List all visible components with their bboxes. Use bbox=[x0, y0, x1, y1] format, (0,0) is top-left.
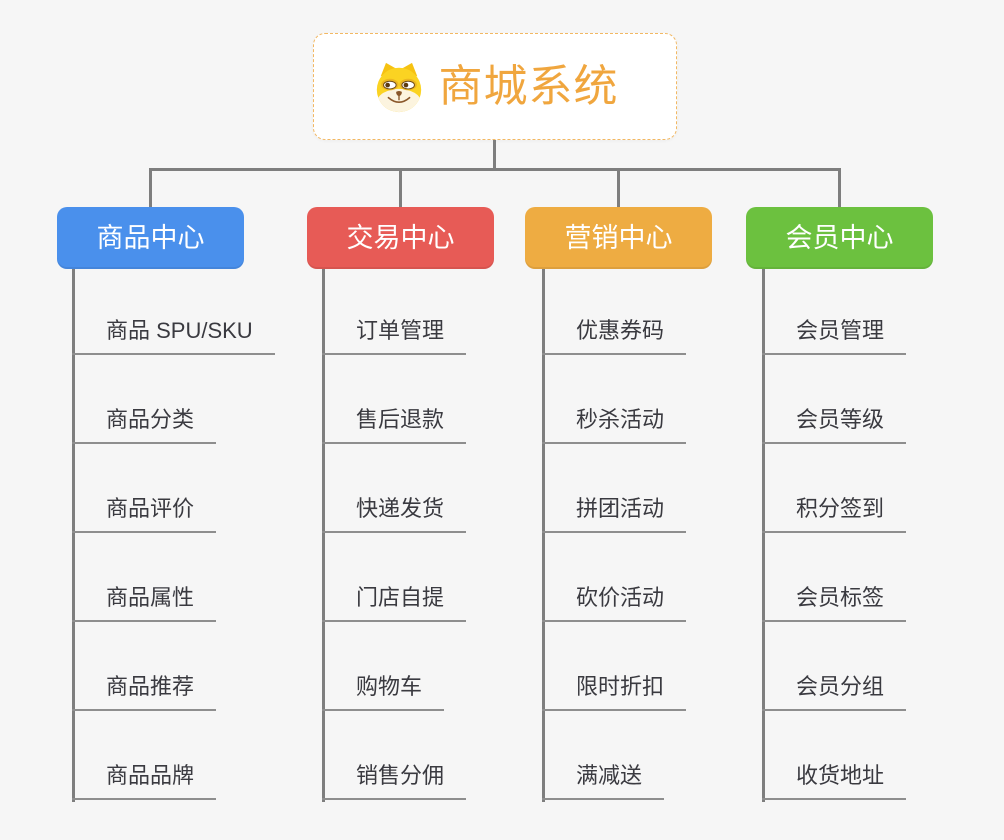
column-connector-line bbox=[72, 269, 75, 802]
root-title: 商城系统 bbox=[438, 61, 619, 111]
connector-horizontal bbox=[149, 168, 841, 171]
branch-label: 交易中心 bbox=[346, 222, 455, 253]
leaf-item[interactable]: 订单管理 bbox=[322, 315, 467, 355]
column-connector-line bbox=[322, 269, 325, 802]
leaf-item[interactable]: 会员等级 bbox=[762, 404, 907, 444]
leaf-item[interactable]: 购物车 bbox=[322, 671, 445, 711]
leaf-item[interactable]: 会员标签 bbox=[762, 582, 907, 622]
root-connector-stub bbox=[493, 140, 496, 168]
leaf-item[interactable]: 满减送 bbox=[542, 760, 665, 800]
column-connector-line bbox=[762, 269, 765, 802]
leaf-column-member: 会员管理 会员等级 积分签到 会员标签 会员分组 收货地址 bbox=[762, 269, 1002, 802]
leaf-column-trade: 订单管理 售后退款 快递发货 门店自提 购物车 销售分佣 bbox=[322, 269, 562, 802]
branch-label: 会员中心 bbox=[785, 222, 894, 253]
leaf-item[interactable]: 收货地址 bbox=[762, 760, 907, 800]
leaf-item[interactable]: 门店自提 bbox=[322, 582, 467, 622]
leaf-item[interactable]: 商品 SPU/SKU bbox=[72, 315, 275, 355]
branch-node-marketing-center[interactable]: 营销中心 bbox=[525, 207, 712, 269]
leaf-item[interactable]: 会员管理 bbox=[762, 315, 907, 355]
leaf-item[interactable]: 优惠券码 bbox=[542, 315, 687, 355]
leaf-item[interactable]: 商品品牌 bbox=[72, 760, 217, 800]
branch-node-member-center[interactable]: 会员中心 bbox=[746, 207, 933, 269]
doge-icon bbox=[376, 62, 421, 112]
leaf-item[interactable]: 商品分类 bbox=[72, 404, 217, 444]
leaf-item[interactable]: 秒杀活动 bbox=[542, 404, 687, 444]
branch-node-trade-center[interactable]: 交易中心 bbox=[307, 207, 494, 269]
leaf-item[interactable]: 限时折扣 bbox=[542, 671, 687, 711]
leaf-item[interactable]: 快递发货 bbox=[322, 493, 467, 533]
leaf-column-product: 商品 SPU/SKU 商品分类 商品评价 商品属性 商品推荐 商品品牌 bbox=[72, 269, 312, 802]
leaf-item[interactable]: 拼团活动 bbox=[542, 493, 687, 533]
column-connector-line bbox=[542, 269, 545, 802]
leaf-item[interactable]: 会员分组 bbox=[762, 671, 907, 711]
connector-drop-1 bbox=[149, 171, 152, 207]
branch-node-product-center[interactable]: 商品中心 bbox=[57, 207, 244, 269]
leaf-item[interactable]: 商品评价 bbox=[72, 493, 217, 533]
leaf-item[interactable]: 商品属性 bbox=[72, 582, 217, 622]
connector-drop-2 bbox=[399, 171, 402, 207]
connector-drop-4 bbox=[838, 171, 841, 207]
leaf-item[interactable]: 售后退款 bbox=[322, 404, 467, 444]
leaf-item[interactable]: 砍价活动 bbox=[542, 582, 687, 622]
leaf-item[interactable]: 商品推荐 bbox=[72, 671, 217, 711]
branch-label: 营销中心 bbox=[564, 222, 673, 253]
connector-drop-3 bbox=[617, 171, 620, 207]
leaf-column-marketing: 优惠券码 秒杀活动 拼团活动 砍价活动 限时折扣 满减送 bbox=[542, 269, 782, 802]
branch-label: 商品中心 bbox=[96, 222, 205, 253]
leaf-item[interactable]: 销售分佣 bbox=[322, 760, 467, 800]
root-node[interactable]: 商城系统 bbox=[313, 33, 677, 140]
leaf-item[interactable]: 积分签到 bbox=[762, 493, 907, 533]
